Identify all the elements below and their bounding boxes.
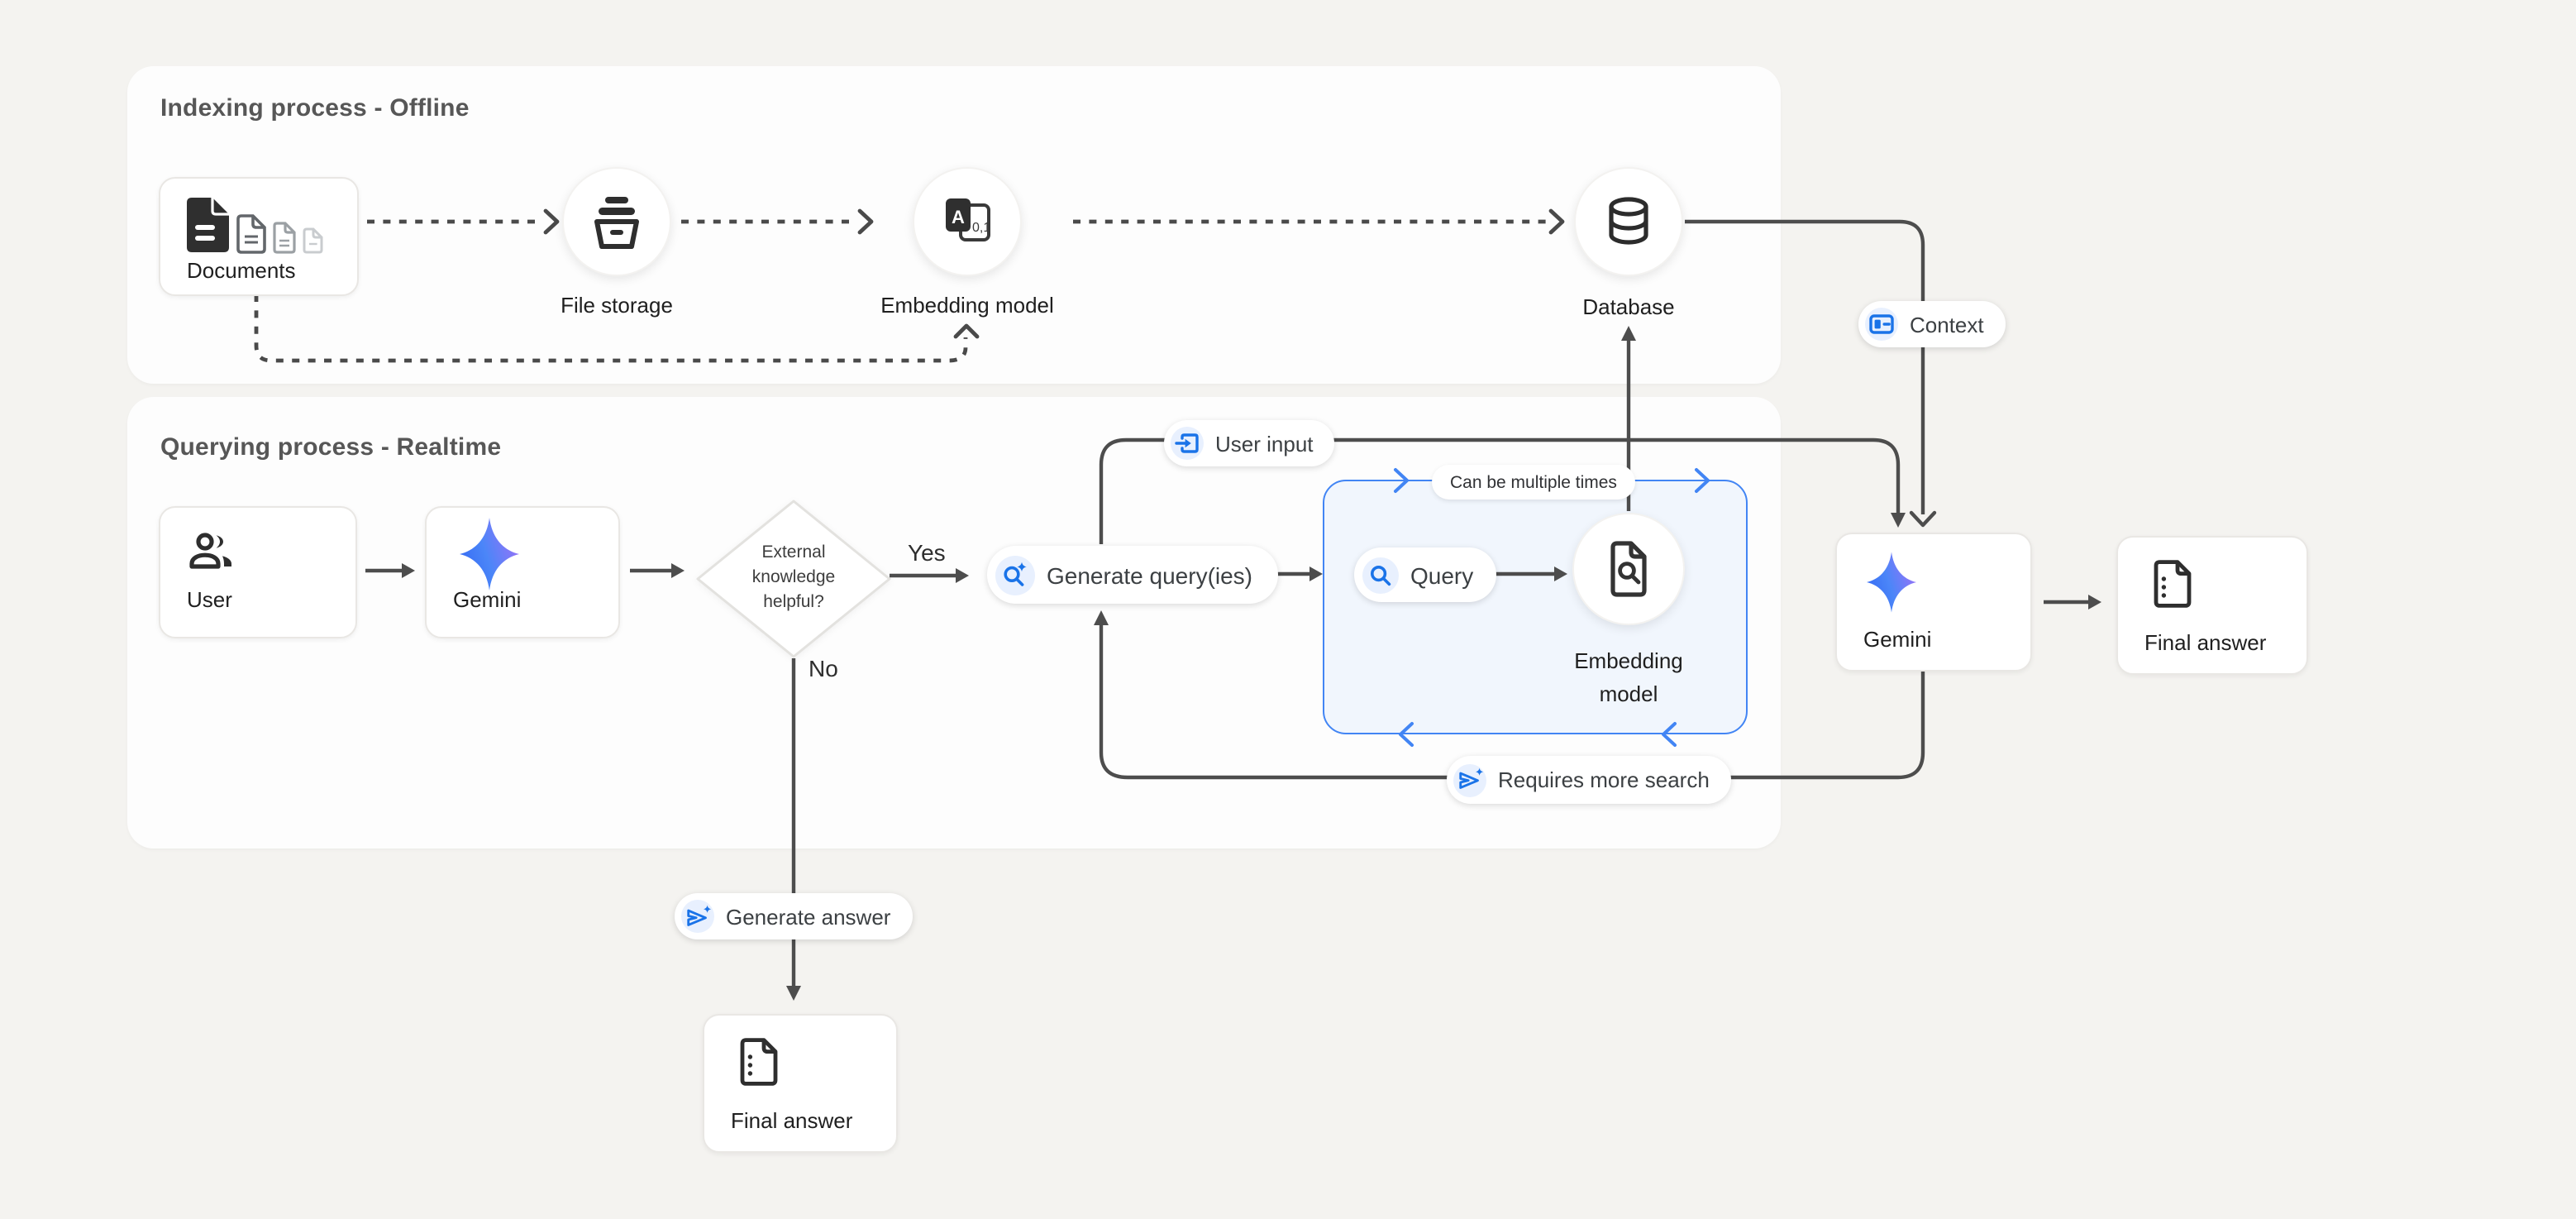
svg-text:0,1: 0,1	[972, 221, 990, 235]
embedding-model-online-node	[1572, 513, 1685, 625]
documents-node: Documents	[159, 177, 359, 296]
can-be-multiple-times-label: Can be multiple times	[1450, 472, 1617, 492]
gemini-query-label: Gemini	[453, 587, 522, 612]
embedding-model-online-label: Embedding model	[1574, 648, 1683, 707]
embedding-model-offline-node: 0,1 A	[913, 167, 1022, 276]
query-label: Query	[1410, 562, 1474, 588]
user-label: User	[187, 587, 232, 612]
context-badge: Context	[1858, 301, 2006, 347]
context-label: Context	[1910, 312, 1984, 337]
database-node	[1574, 167, 1683, 276]
requires-more-search-label: Requires more search	[1498, 767, 1710, 792]
input-arrow-icon	[1171, 427, 1204, 460]
search-sparkle-icon	[995, 555, 1035, 595]
send-sparkle-icon	[681, 900, 714, 933]
generate-queries-label: Generate query(ies)	[1047, 562, 1253, 588]
can-be-multiple-times-badge: Can be multiple times	[1432, 465, 1635, 500]
gemini-star-icon	[1867, 552, 1916, 613]
document-search-icon	[1610, 541, 1647, 597]
generate-answer-badge: Generate answer	[675, 893, 913, 939]
file-storage-node	[562, 167, 671, 276]
decision-label: External knowledge helpful?	[751, 543, 836, 613]
stacked-documents-icon	[187, 198, 323, 254]
final-answer-right-node: Final answer	[2116, 536, 2308, 675]
decision-diamond-shape	[696, 500, 891, 658]
user-input-badge: User input	[1164, 420, 1335, 466]
indexing-panel-title: Indexing process - Offline	[160, 94, 470, 122]
gemini-answer-label: Gemini	[1863, 627, 1932, 652]
documents-label: Documents	[187, 258, 296, 283]
svg-text:A: A	[952, 207, 965, 227]
database-label: Database	[1582, 294, 1675, 319]
querying-panel-title: Querying process - Realtime	[160, 433, 502, 461]
gemini-answer-node: Gemini	[1835, 533, 2032, 672]
user-input-label: User input	[1215, 431, 1314, 456]
query-badge: Query	[1354, 547, 1497, 602]
database-cylinder-icon	[1609, 197, 1648, 245]
context-panel-icon	[1865, 308, 1898, 341]
file-storage-label: File storage	[561, 293, 673, 318]
embedding-model-offline-label: Embedding model	[880, 293, 1054, 318]
gemini-query-node: Gemini	[425, 506, 620, 638]
user-node: User	[159, 506, 357, 638]
final-answer-bottom-label: Final answer	[731, 1108, 853, 1133]
yes-label: Yes	[908, 539, 946, 566]
generate-answer-label: Generate answer	[726, 904, 891, 929]
document-icon	[740, 1038, 778, 1086]
final-answer-bottom-node: Final answer	[703, 1014, 898, 1153]
generate-queries-badge: Generate query(ies)	[987, 546, 1278, 604]
storage-bucket-icon	[594, 197, 639, 249]
document-icon	[2154, 560, 2192, 608]
final-answer-right-label: Final answer	[2144, 630, 2267, 655]
send-sparkle-icon	[1453, 763, 1486, 796]
search-icon	[1362, 557, 1399, 593]
no-label: No	[809, 655, 838, 681]
requires-more-search-badge: Requires more search	[1447, 756, 1731, 804]
gemini-star-icon	[460, 518, 519, 590]
text-to-numbers-icon: 0,1 A	[946, 198, 990, 241]
people-icon	[189, 533, 231, 569]
